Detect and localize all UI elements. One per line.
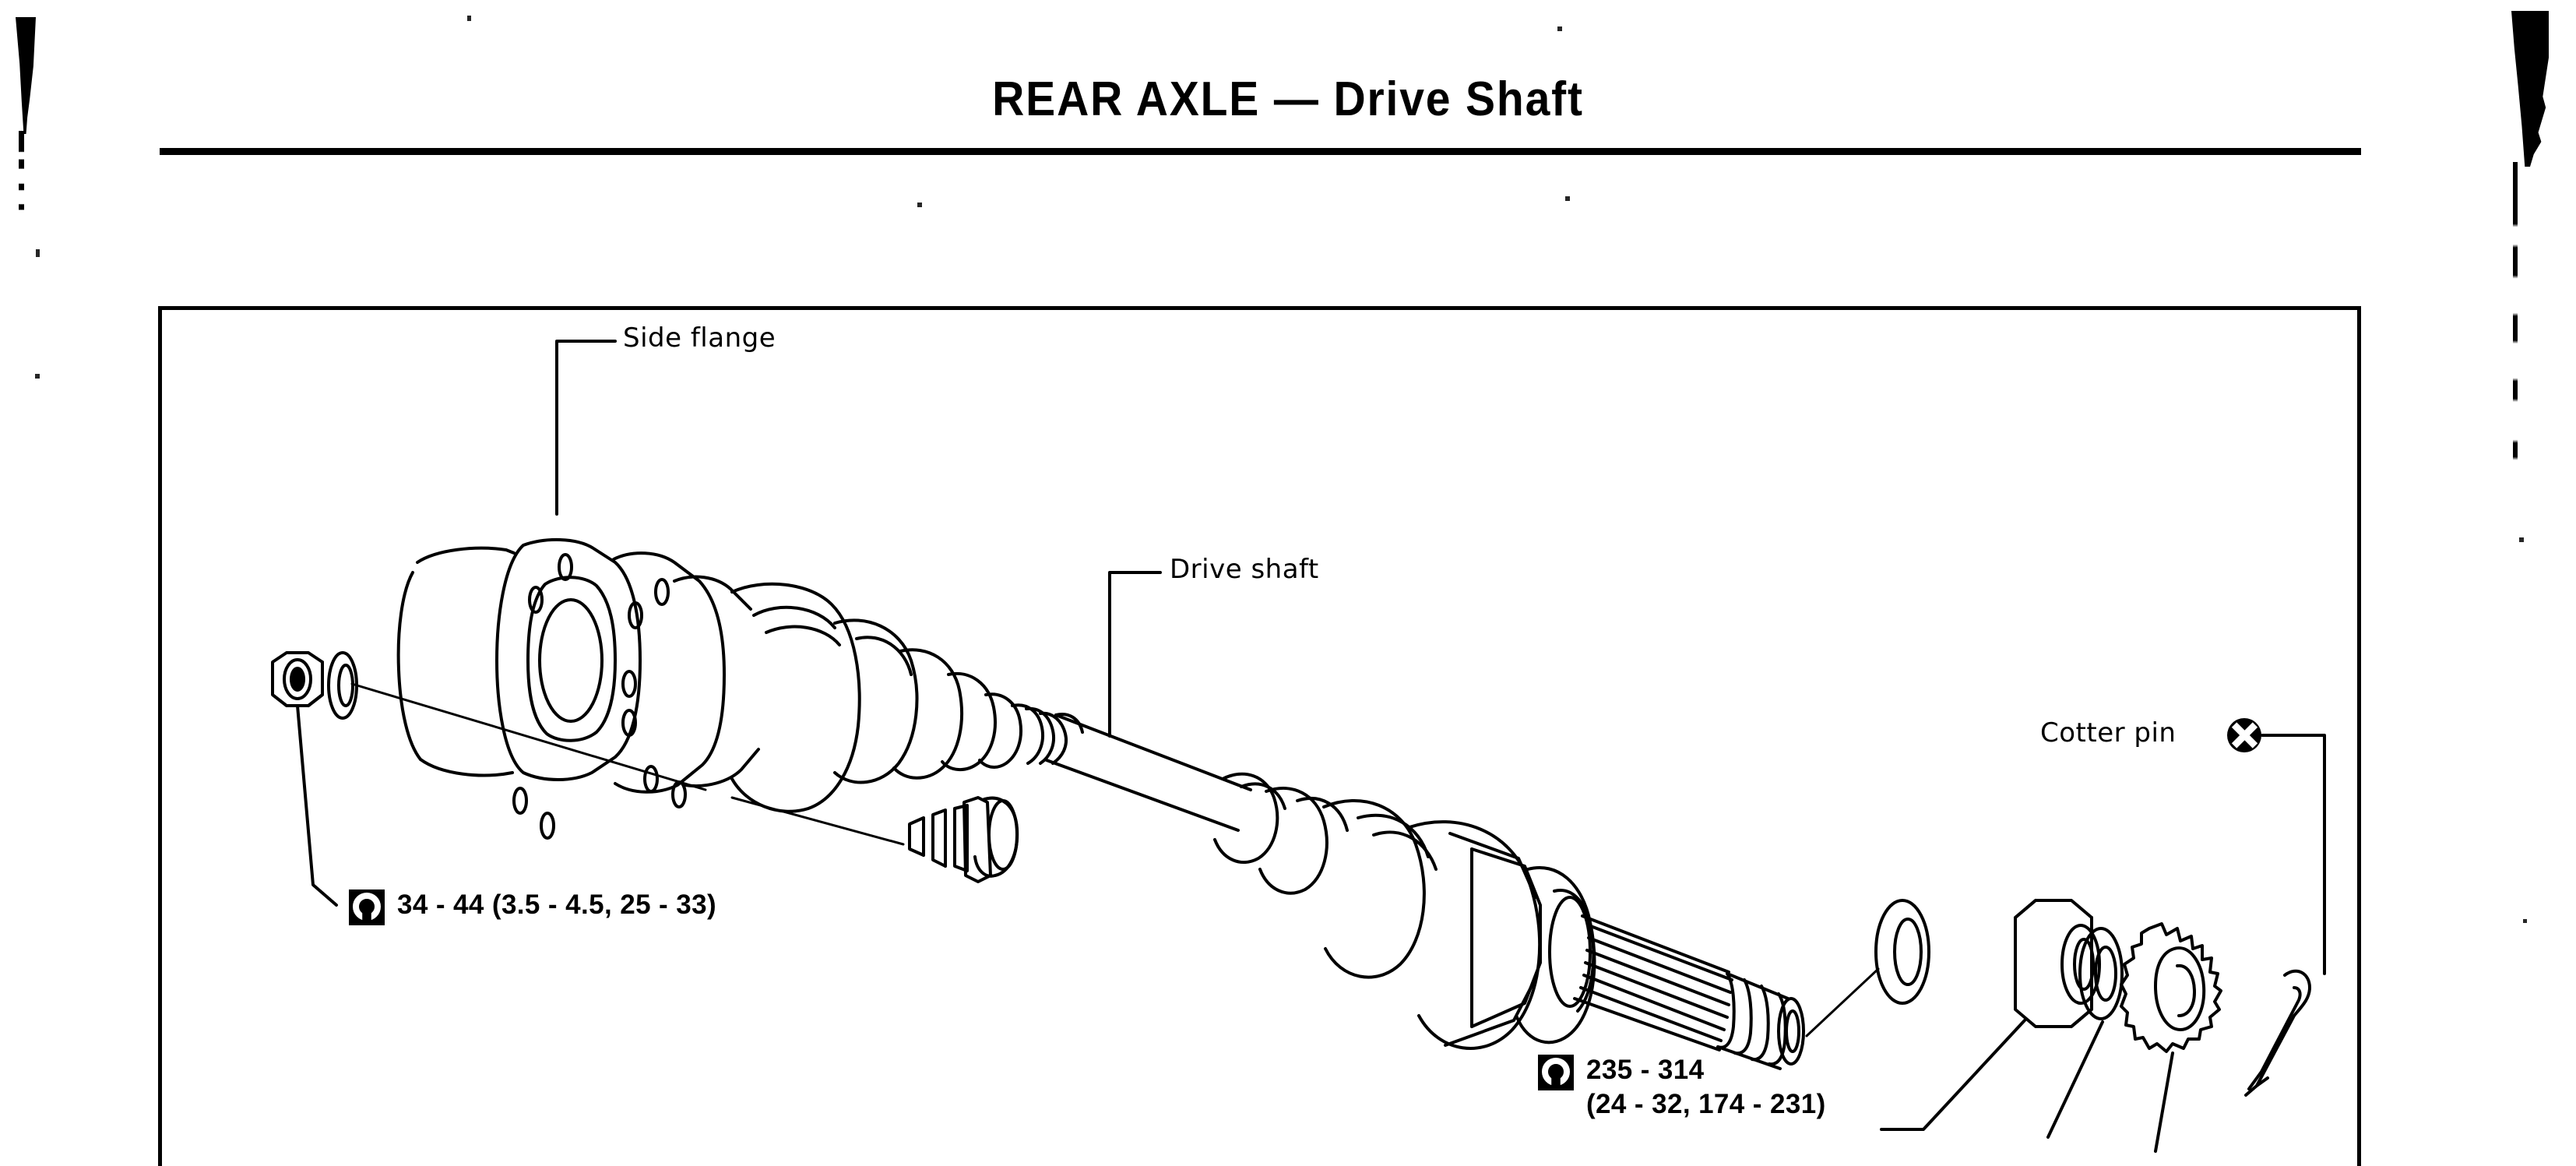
part-side-flange xyxy=(396,538,760,840)
callout-side-flange: Side flange xyxy=(623,322,776,354)
scan-artifact-right-tail xyxy=(2513,162,2518,505)
scan-speck xyxy=(35,374,40,379)
scan-speck xyxy=(1565,196,1570,201)
torque-value-line: 235 - 314 xyxy=(1586,1055,1705,1085)
torque-value-line: (24 - 32, 174 - 231) xyxy=(1586,1089,1826,1120)
leader-lines xyxy=(296,340,2326,1153)
replace-part-circled-x-icon xyxy=(2227,718,2261,752)
scan-speck xyxy=(2523,919,2527,923)
part-lock-washer xyxy=(2120,922,2222,1053)
part-lock-nut xyxy=(271,651,324,707)
torque-value-line: 34 - 44 (3.5 - 4.5, 25 - 33) xyxy=(397,889,717,920)
part-washer-right xyxy=(2078,927,2124,1020)
torque-wrench-icon xyxy=(349,889,385,925)
scan-speck xyxy=(917,203,922,207)
scan-artifact-left-tail xyxy=(19,131,24,224)
callout-cotter-pin: Cotter pin xyxy=(2040,717,2177,749)
part-flange-bolt xyxy=(908,796,1019,883)
torque-wrench-icon xyxy=(1538,1055,1574,1090)
torque-spec-flange-bolt: 34 - 44 (3.5 - 4.5, 25 - 33) xyxy=(349,888,716,925)
scan-speck xyxy=(2519,537,2524,542)
part-outer-joint xyxy=(1213,772,1805,1070)
part-washer-left xyxy=(327,651,358,720)
scan-speck xyxy=(1557,26,1562,31)
page-title: REAR AXLE — Drive Shaft xyxy=(992,72,1584,126)
torque-spec-axle-nut: 235 - 314 (24 - 32, 174 - 231) xyxy=(1538,1053,1826,1122)
part-inner-joint-boot xyxy=(730,582,1068,813)
scan-speck xyxy=(36,249,40,257)
part-plain-washer xyxy=(1874,899,1930,1005)
callout-drive-shaft: Drive shaft xyxy=(1170,554,1319,585)
part-drive-shaft-bar xyxy=(1045,713,1252,832)
assembly-centreline xyxy=(350,682,1880,1037)
header-rule xyxy=(160,148,2361,155)
part-axle-nut xyxy=(2014,899,2101,1028)
scan-speck xyxy=(467,16,471,21)
part-cotter-pin xyxy=(2244,969,2311,1097)
